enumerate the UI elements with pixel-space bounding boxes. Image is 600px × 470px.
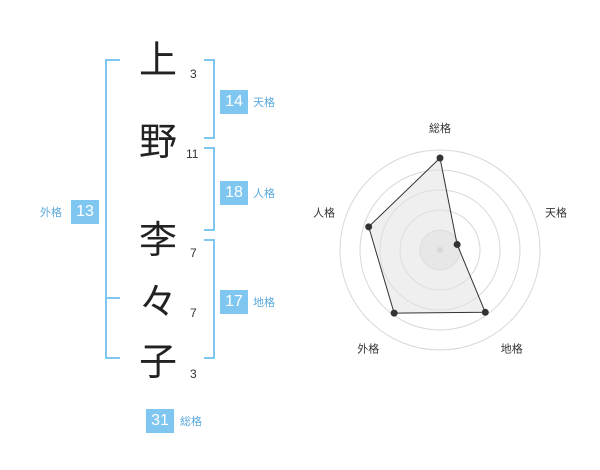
soukaku-label: 総格: [180, 415, 202, 428]
radar-axis-label-地格: 地格: [501, 342, 523, 356]
stroke-count-3: 7: [190, 246, 197, 260]
stroke-count-4: 7: [190, 306, 197, 320]
radar-point-人格: [365, 223, 373, 231]
chikaku-value: 17: [220, 290, 248, 314]
gaikaku-label: 外格: [40, 206, 62, 219]
name-char-1: 上: [138, 38, 177, 82]
soukaku-value: 31: [146, 409, 174, 433]
name-char-4: 々: [138, 280, 177, 324]
radar-axis-label-人格: 人格: [313, 205, 335, 219]
chikaku-label: 地格: [253, 296, 275, 309]
radar-point-総格: [436, 154, 444, 162]
jinkaku-value: 18: [220, 181, 248, 205]
radar-polygon: [368, 157, 487, 314]
tenkaku-label: 天格: [253, 96, 275, 109]
jinkaku-bracket: [204, 147, 215, 231]
radar-point-外格: [390, 309, 398, 317]
stroke-count-5: 3: [190, 367, 197, 381]
radar-axis-label-総格: 総格: [429, 121, 451, 135]
radar-axis-label-天格: 天格: [545, 205, 567, 219]
radar-point-地格: [481, 308, 489, 316]
name-char-3: 李: [138, 218, 177, 262]
name-char-5: 子: [138, 340, 177, 384]
tenkaku-value: 14: [220, 90, 248, 114]
radar-axis-label-外格: 外格: [357, 342, 379, 356]
stroke-count-2: 11: [186, 147, 199, 161]
gaikaku-bracket: [105, 59, 120, 359]
tenkaku-bracket: [204, 59, 215, 139]
name-char-2: 野: [138, 120, 177, 164]
radar-point-天格: [453, 240, 461, 248]
jinkaku-label: 人格: [253, 187, 275, 200]
stroke-count-1: 3: [190, 67, 197, 81]
chikaku-bracket: [204, 239, 215, 359]
gaikaku-value: 13: [71, 200, 99, 224]
